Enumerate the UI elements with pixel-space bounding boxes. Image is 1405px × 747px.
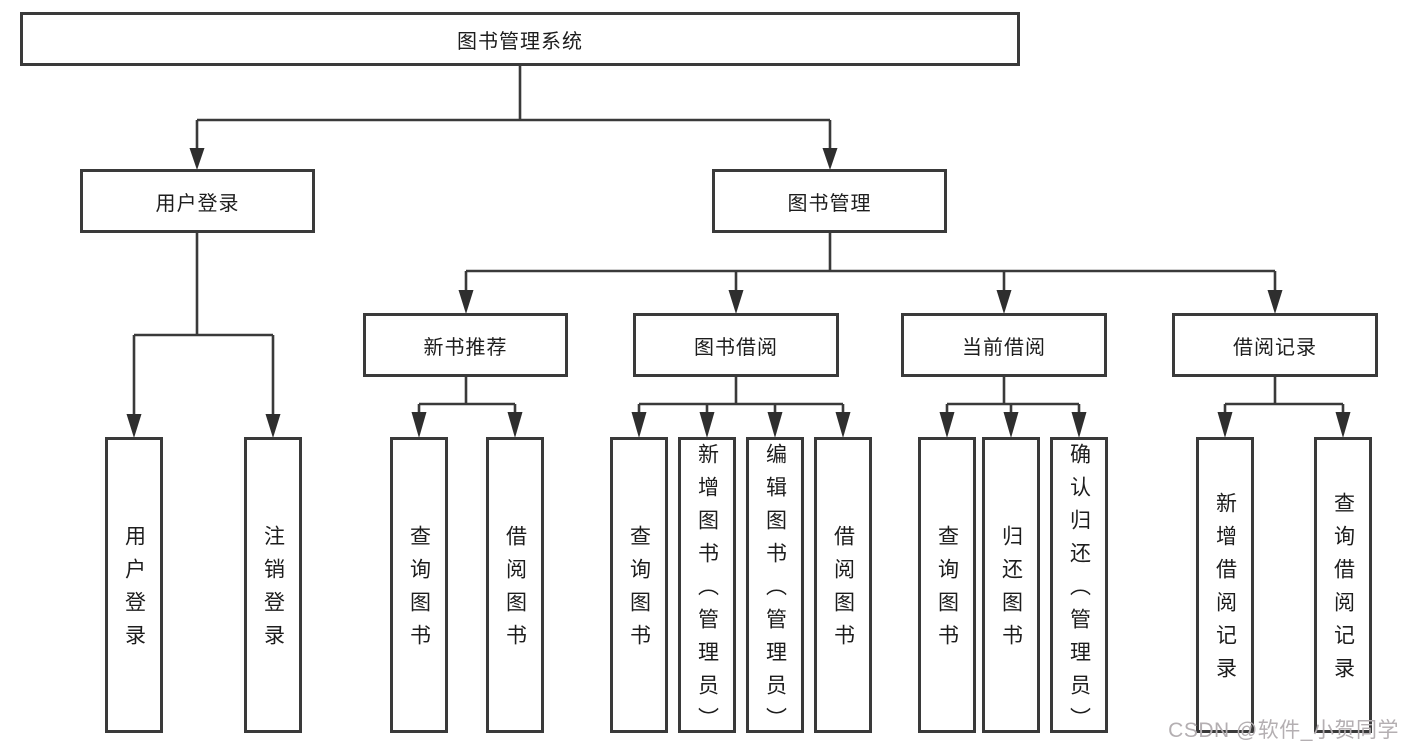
node-new-book-recommendation-label: 新书推荐: [423, 336, 508, 359]
node-borrowing-records-label: 借阅记录: [1233, 336, 1317, 359]
leaf-edit-books-admin-label: 编辑图书（管理员）: [763, 442, 787, 740]
leaf-user-login-label: 用户登录: [122, 525, 146, 657]
leaf-add-borrow-record: 新增借阅记录: [1196, 437, 1254, 733]
node-root: 图书管理系统: [20, 12, 1020, 66]
node-borrowing-records: 借阅记录: [1172, 313, 1378, 377]
leaf-borrow-books-borrow-label: 借阅图书: [831, 525, 855, 657]
leaf-query-books-recommend-label: 查询图书: [407, 525, 431, 657]
leaf-user-login: 用户登录: [105, 437, 163, 733]
leaf-return-books: 归还图书: [982, 437, 1040, 733]
node-new-book-recommendation: 新书推荐: [363, 313, 568, 377]
leaf-logout-login-label: 注销登录: [261, 525, 285, 657]
node-book-borrowing-label: 图书借阅: [694, 336, 778, 359]
leaf-borrow-books-recommend: 借阅图书: [486, 437, 544, 733]
leaf-query-borrow-record-label: 查询借阅记录: [1331, 492, 1355, 690]
leaf-query-books-borrow-label: 查询图书: [627, 525, 651, 657]
leaf-borrow-books-recommend-label: 借阅图书: [503, 525, 527, 657]
node-user-login: 用户登录: [80, 169, 315, 233]
leaf-query-books-borrow: 查询图书: [610, 437, 668, 733]
leaf-confirm-return-admin-label: 确认归还（管理员）: [1067, 442, 1091, 740]
leaf-return-books-label: 归还图书: [999, 525, 1023, 657]
leaf-add-borrow-record-label: 新增借阅记录: [1213, 492, 1237, 690]
node-current-borrowing-label: 当前借阅: [962, 336, 1046, 359]
leaf-query-books-current-label: 查询图书: [935, 525, 959, 657]
leaf-edit-books-admin: 编辑图书（管理员）: [746, 437, 804, 740]
leaf-query-borrow-record: 查询借阅记录: [1314, 437, 1372, 733]
leaf-add-books-admin: 新增图书（管理员）: [678, 437, 736, 740]
leaf-confirm-return-admin: 确认归还（管理员）: [1050, 437, 1108, 740]
leaf-query-books-current: 查询图书: [918, 437, 976, 733]
node-book-borrowing: 图书借阅: [633, 313, 839, 377]
node-user-login-label: 用户登录: [155, 192, 240, 215]
leaf-borrow-books-borrow: 借阅图书: [814, 437, 872, 733]
watermark-text: CSDN @软件_小贺同学: [1168, 719, 1399, 742]
leaf-query-books-recommend: 查询图书: [390, 437, 448, 733]
node-book-management-label: 图书管理: [787, 192, 872, 215]
leaf-logout-login: 注销登录: [244, 437, 302, 733]
leaf-add-books-admin-label: 新增图书（管理员）: [695, 442, 719, 740]
node-current-borrowing: 当前借阅: [901, 313, 1107, 377]
node-root-label: 图书管理系统: [457, 30, 583, 53]
node-book-management: 图书管理: [712, 169, 947, 233]
